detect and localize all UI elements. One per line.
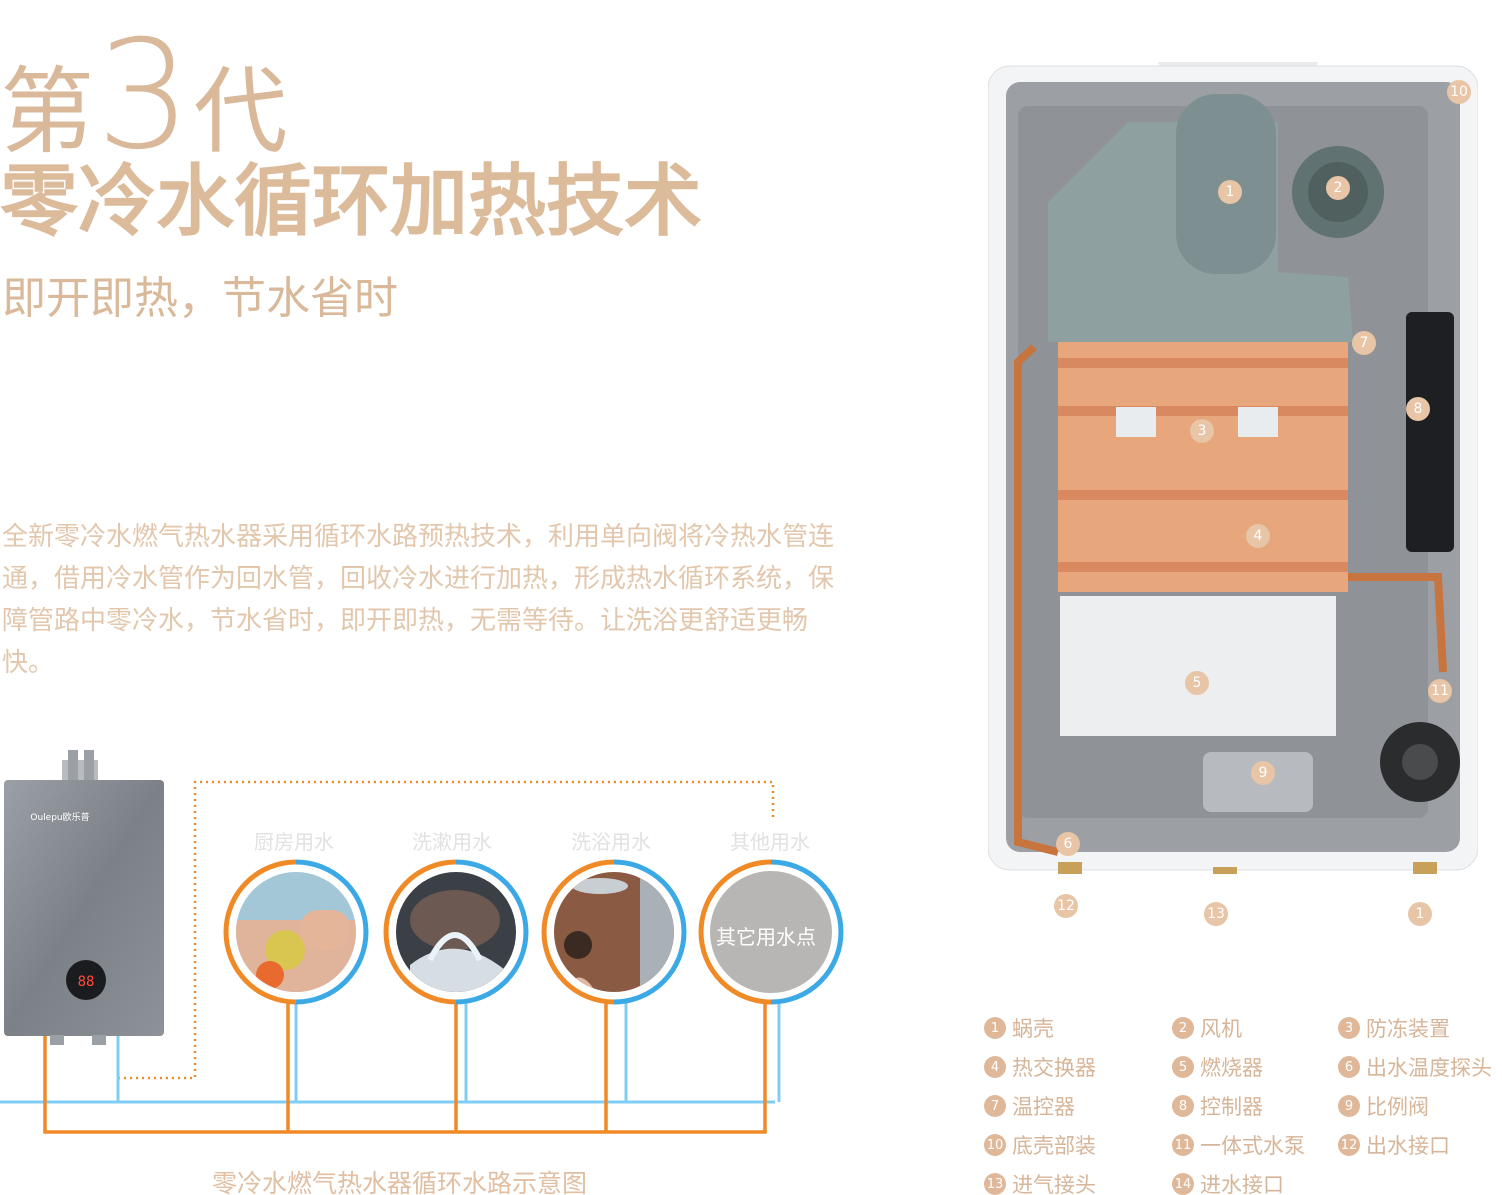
- heater-internals: 1 2 3 4 5 6 7 8 9 10 11 12 13 1: [987, 22, 1479, 926]
- use-label-shower: 洗浴用水: [571, 830, 651, 854]
- heater-unit: 88 Oulepu欧乐普: [4, 750, 164, 1045]
- diagram-caption: 零冷水燃气热水器循环水路示意图: [212, 1169, 588, 1195]
- heater-svg: [987, 22, 1479, 912]
- heater-badge: 13: [1204, 902, 1228, 926]
- other-point-label: 其它用水点: [716, 925, 816, 949]
- gen-prefix: 第: [0, 58, 95, 167]
- page-subtitle: 即开即热，节水省时: [2, 273, 398, 324]
- use-label-other: 其他用水: [730, 830, 810, 854]
- heater-badge: 3: [1190, 419, 1214, 443]
- heater-badge: 2: [1326, 176, 1350, 200]
- heater-badge: 8: [1406, 397, 1430, 421]
- heater-badge: 11: [1428, 679, 1452, 703]
- use-label-washing: 洗漱用水: [412, 830, 492, 854]
- heater-badge: 6: [1056, 832, 1080, 856]
- page-title: 零冷水循环加热技术: [0, 157, 703, 247]
- heater-badge: 5: [1185, 671, 1209, 695]
- heater-badge: 9: [1251, 761, 1275, 785]
- other-circle: [698, 859, 844, 1005]
- hot-line: [43, 995, 767, 1134]
- washing-circle: [383, 859, 529, 1005]
- description-paragraph: 全新零冷水燃气热水器采用循环水路预热技术，利用单向阀将冷热水管连通，借用冷水管作…: [2, 522, 835, 678]
- gen-number: 3: [96, 8, 192, 183]
- heater-badge: 1: [1218, 180, 1242, 204]
- use-label-kitchen: 厨房用水: [254, 830, 334, 854]
- return-line: [118, 780, 775, 1080]
- circulation-svg: 88 Oulepu欧乐普: [0, 750, 844, 1134]
- heater-badge: 10: [1447, 80, 1471, 104]
- heater-badge: 7: [1352, 331, 1376, 355]
- svg-text:88: 88: [78, 974, 95, 990]
- heater-badge: 1: [1408, 902, 1432, 926]
- kitchen-circle: [223, 859, 369, 1005]
- gen-suffix: 代: [193, 58, 288, 167]
- heater-badge: 4: [1246, 524, 1270, 548]
- generation-heading: 第 3 代: [0, 8, 288, 183]
- brand-text: Oulepu欧乐普: [30, 811, 89, 823]
- heater-badge: 12: [1054, 894, 1078, 918]
- shower-circle: [541, 859, 687, 1005]
- circulation-diagram: 88 Oulepu欧乐普: [0, 750, 860, 1150]
